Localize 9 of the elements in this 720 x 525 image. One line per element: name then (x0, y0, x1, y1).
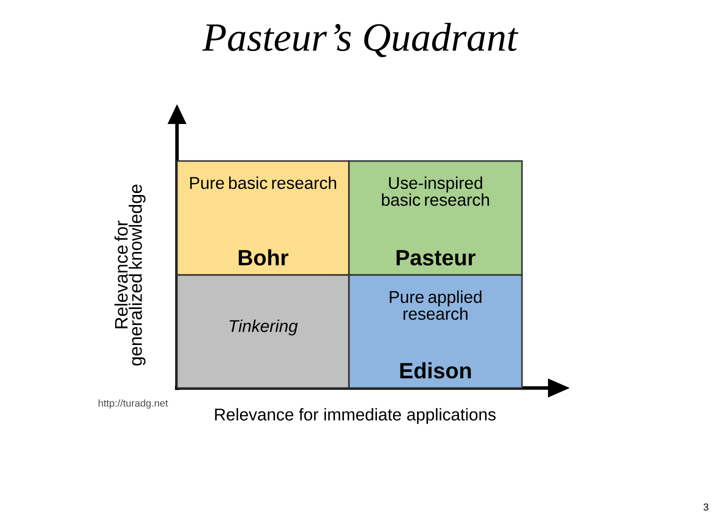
axis-label: Relevance for immediate applications (215, 408, 496, 424)
axis-label: Relevance for generalized knowledge (114, 184, 146, 366)
quadrant-box: Pure basic research Bohr (176, 160, 350, 276)
source-url: http://turadg.net (98, 399, 168, 409)
title: Pasteur’s Quadrant (202, 22, 518, 58)
quadrant-box: Use-inspired basic research Pasteur (348, 160, 523, 276)
quadrant-box: Pure applied research Edison (348, 274, 523, 389)
page-number: 3 (704, 503, 708, 511)
quadrant-box: Tinkering (176, 274, 350, 389)
